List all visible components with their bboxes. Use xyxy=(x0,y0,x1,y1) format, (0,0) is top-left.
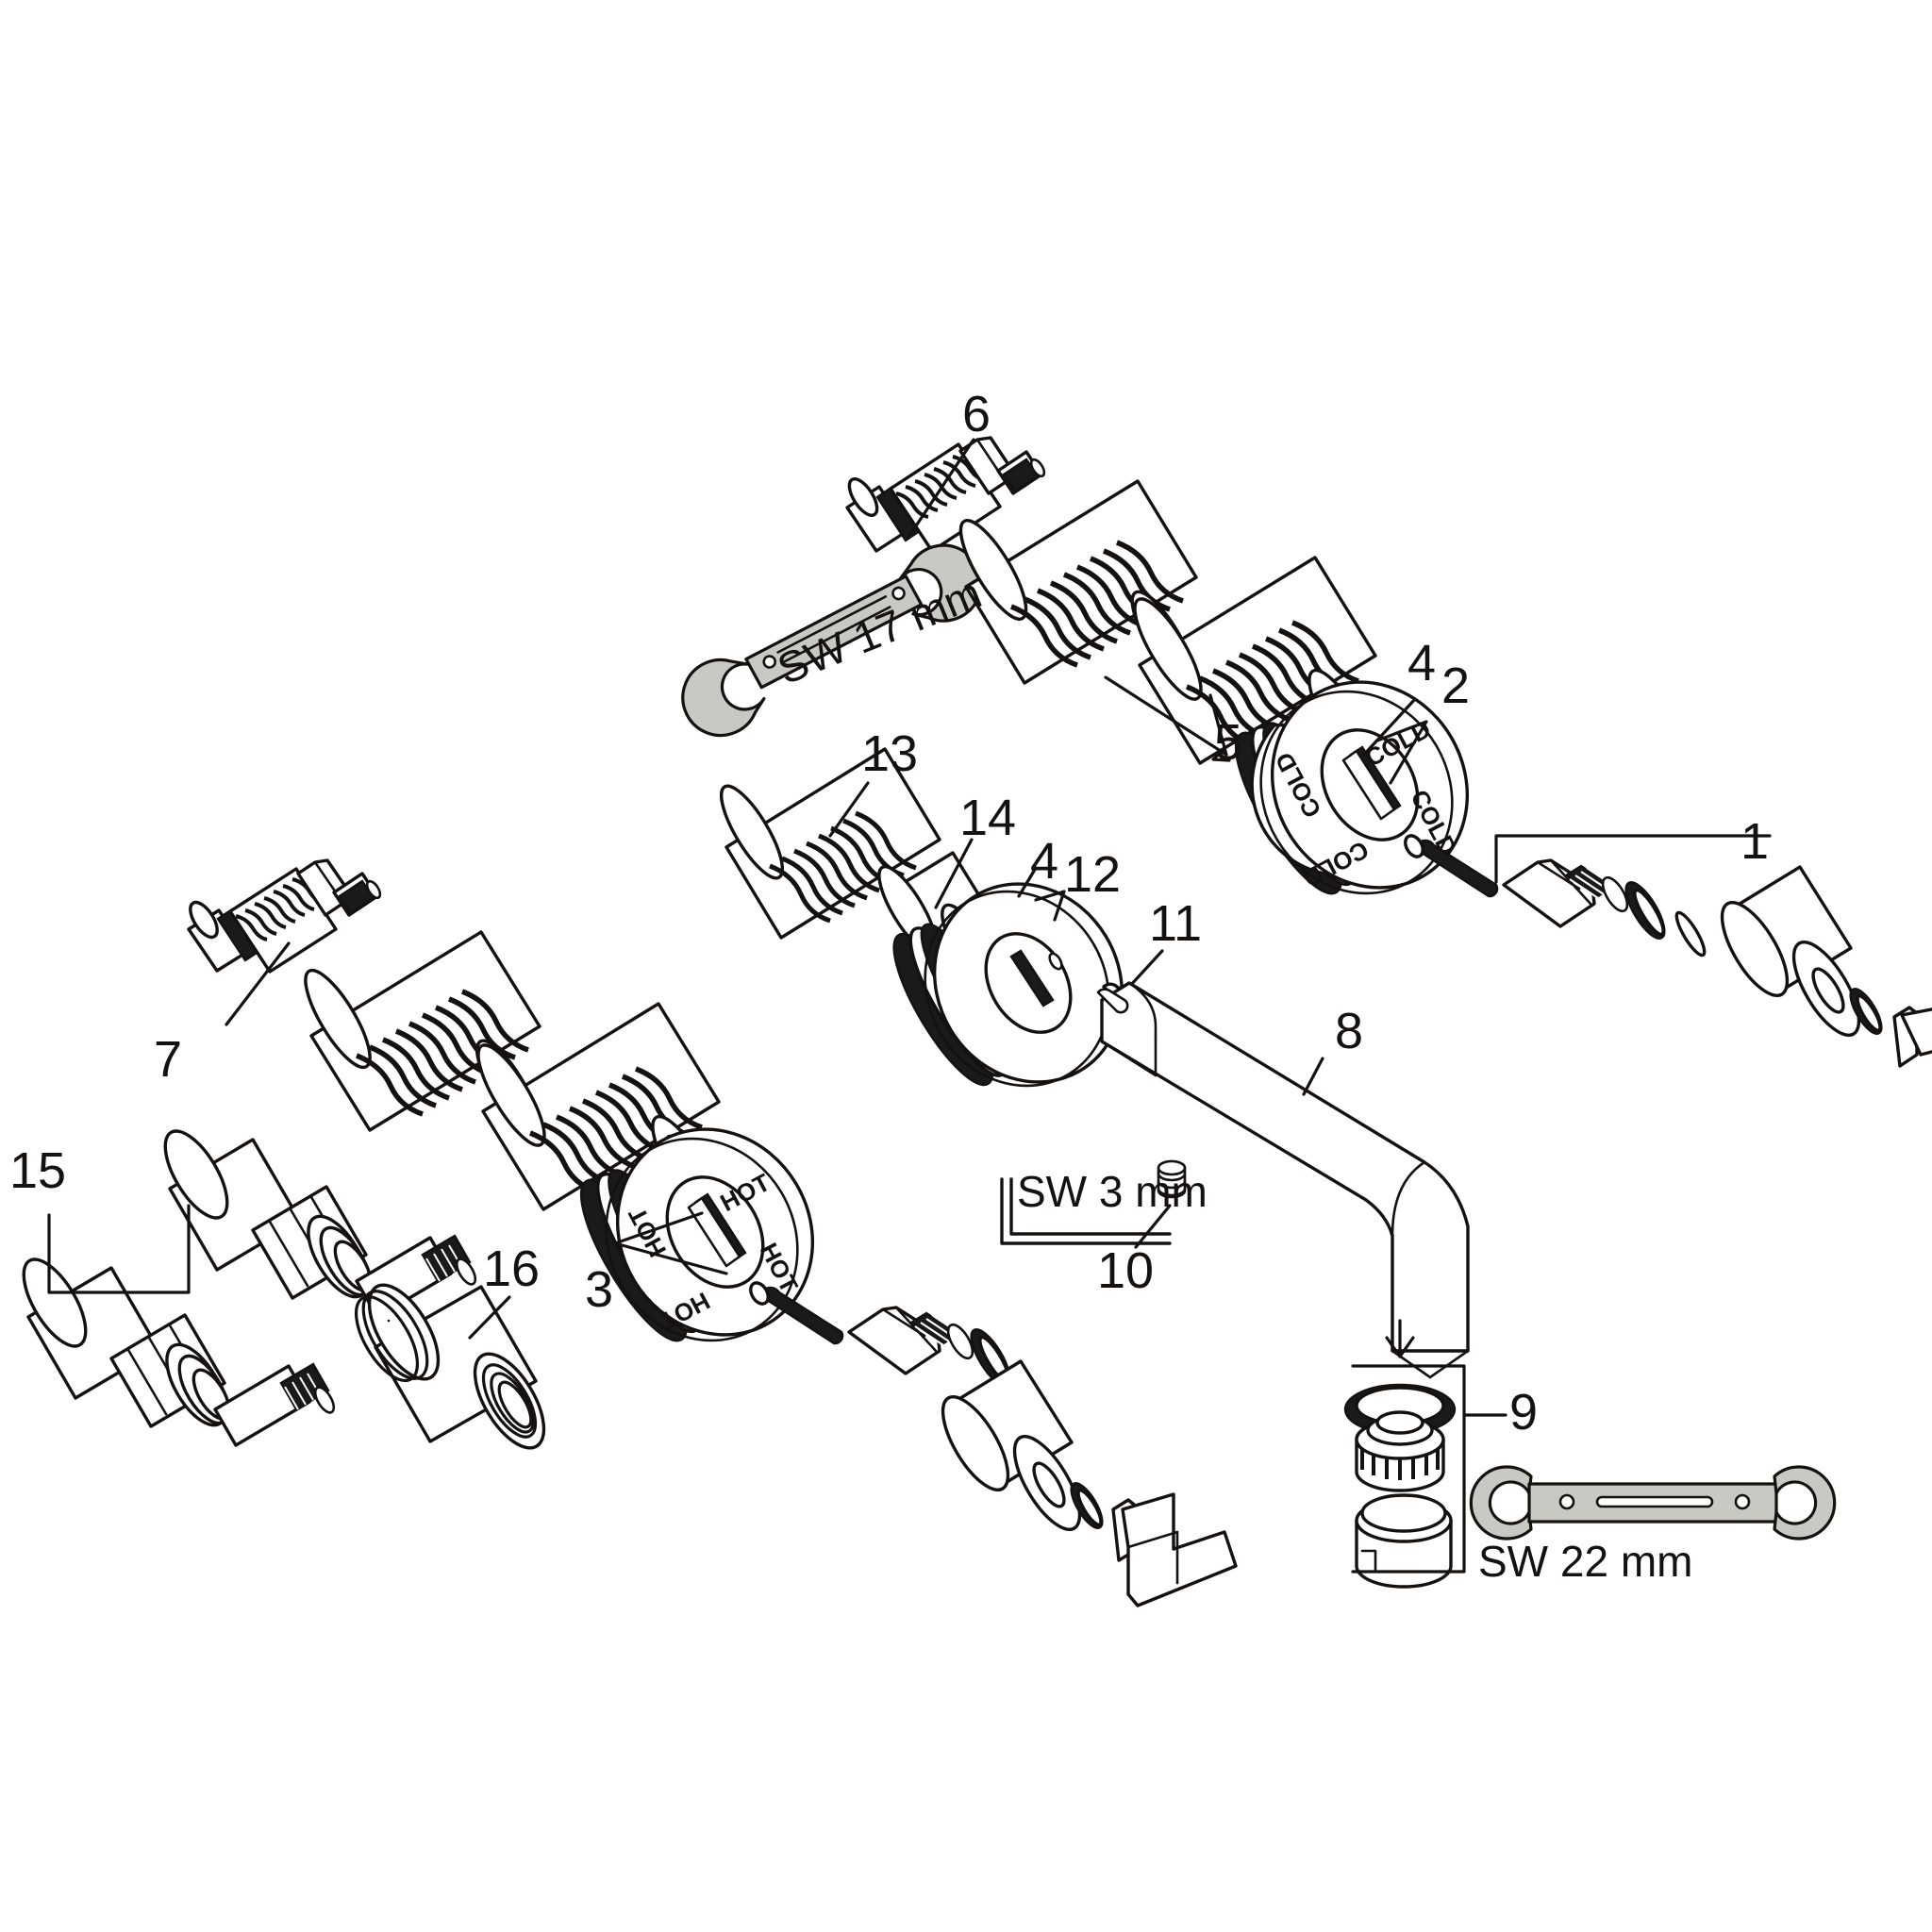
part-9-aerator-assembly xyxy=(1343,1383,1457,1589)
leader-8 xyxy=(1302,1057,1324,1096)
part-7-valve-extension-spindle-lower xyxy=(187,858,382,974)
callout-6: 6 xyxy=(962,386,991,442)
leader-4-cold xyxy=(1360,697,1417,758)
callout-4-spout: 4 xyxy=(1030,833,1059,890)
leader-2 xyxy=(1375,720,1428,785)
leader-7 xyxy=(225,941,291,1026)
leader-1 xyxy=(1494,834,1772,884)
part-1-handle-assembly-upper xyxy=(1502,858,1932,1068)
callout-9: 9 xyxy=(1509,1384,1539,1441)
tool-sw3-allen-key xyxy=(1000,1177,1172,1245)
part-10-grub-screw xyxy=(1157,1159,1187,1199)
leader-5 xyxy=(1104,675,1228,757)
part-8-wall-spout xyxy=(1096,981,1470,1379)
callout-1: 1 xyxy=(1740,813,1770,870)
tool-label-sw22: SW 22 mm xyxy=(1478,1537,1693,1586)
callout-3: 3 xyxy=(585,1261,614,1318)
callout-13: 13 xyxy=(861,725,919,782)
part-15-cartridge-lower xyxy=(22,1257,336,1447)
part-13-threaded-sleeve xyxy=(719,747,999,990)
bracket-15 xyxy=(47,1204,191,1294)
callout-5: 5 xyxy=(1214,714,1243,771)
tool-sw17-wrench xyxy=(681,543,983,738)
part-3-hot-escutcheon xyxy=(579,1127,815,1342)
part-hot-fixing-screw xyxy=(749,1281,844,1345)
callout-7: 7 xyxy=(154,1031,183,1088)
leader-5-a xyxy=(1211,748,1231,762)
leader-13 xyxy=(828,781,870,838)
assembly-arrow xyxy=(1385,1319,1415,1358)
callout-10: 10 xyxy=(1097,1242,1155,1299)
leader-14 xyxy=(934,838,974,909)
tool-label-sw3: SW 3 mm xyxy=(1017,1167,1208,1216)
leader-16 xyxy=(468,1295,511,1340)
leader-10 xyxy=(1134,1204,1172,1249)
part-cold-fixing-screw xyxy=(1404,834,1499,898)
tool-sw22-wrench xyxy=(1469,1465,1837,1541)
callout-2: 2 xyxy=(1441,658,1471,714)
leader-3 xyxy=(613,1211,728,1275)
callout-4-cold: 4 xyxy=(1407,635,1437,691)
part-lower-handle-assembly xyxy=(847,1306,1238,1607)
callout-16: 16 xyxy=(483,1241,541,1297)
leader-12 xyxy=(1034,890,1066,922)
part-12-spout-escutcheon xyxy=(892,882,1124,1088)
part-16-threaded-socket xyxy=(354,1283,546,1450)
part-15-cartridge-upper xyxy=(163,1129,477,1319)
callout-11: 11 xyxy=(1149,895,1203,952)
callout-14: 14 xyxy=(959,790,1017,846)
callout-15: 15 xyxy=(9,1142,67,1199)
callout-12: 12 xyxy=(1064,846,1122,903)
leader-6 xyxy=(906,438,975,541)
part-6-valve-extension-spindle-upper xyxy=(845,436,1046,553)
bracket-9 xyxy=(1351,1364,1466,1574)
leader-4-spout xyxy=(1017,866,1038,898)
callout-8: 8 xyxy=(1335,1003,1364,1059)
